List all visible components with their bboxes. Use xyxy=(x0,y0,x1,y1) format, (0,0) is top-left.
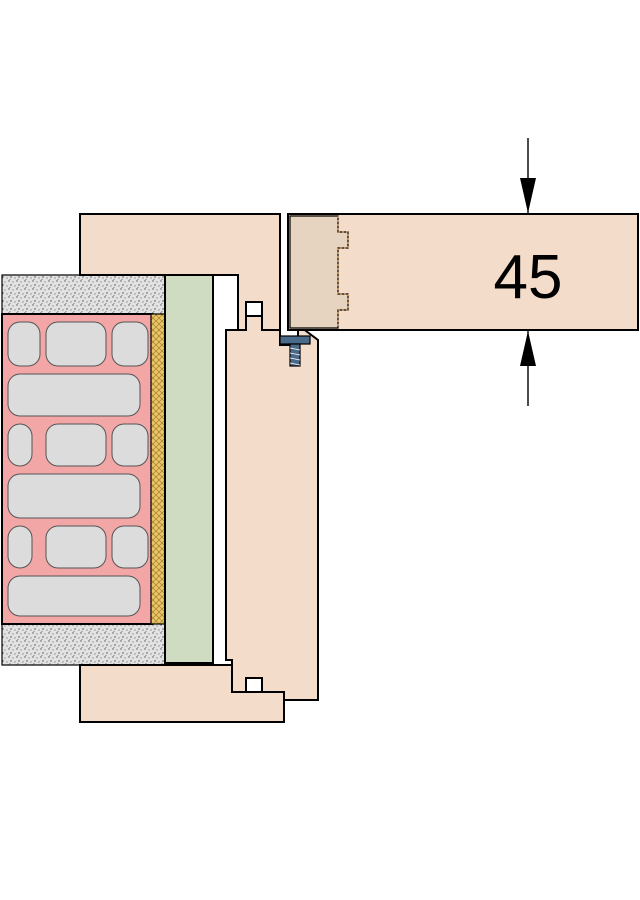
thickness-dimension: 45 xyxy=(494,138,563,406)
screw-head xyxy=(279,335,311,345)
brick-block xyxy=(45,525,107,569)
screw-thread xyxy=(289,347,301,366)
dimension-value: 45 xyxy=(494,243,563,312)
door-edge-groove-line xyxy=(337,216,349,328)
brick-block xyxy=(7,373,141,417)
brick-block xyxy=(7,321,41,367)
brick-block xyxy=(111,423,149,467)
brick-block xyxy=(7,423,33,467)
brick-block xyxy=(45,321,107,367)
hinge-screw xyxy=(279,335,311,367)
brick-block xyxy=(7,575,141,617)
brick-wall xyxy=(1,313,153,625)
brick-block xyxy=(111,321,149,367)
drywall-board xyxy=(164,274,214,664)
dimension-arrow-bottom xyxy=(520,331,536,366)
brick-block xyxy=(111,525,149,569)
brick-block xyxy=(45,423,107,467)
frame-head-piece xyxy=(79,213,281,331)
dimension-arrow-top xyxy=(520,178,536,213)
frame-jamb-lining xyxy=(225,315,319,701)
brick-block xyxy=(7,525,33,569)
brick-block xyxy=(7,473,141,519)
insulation-strip xyxy=(150,313,166,625)
